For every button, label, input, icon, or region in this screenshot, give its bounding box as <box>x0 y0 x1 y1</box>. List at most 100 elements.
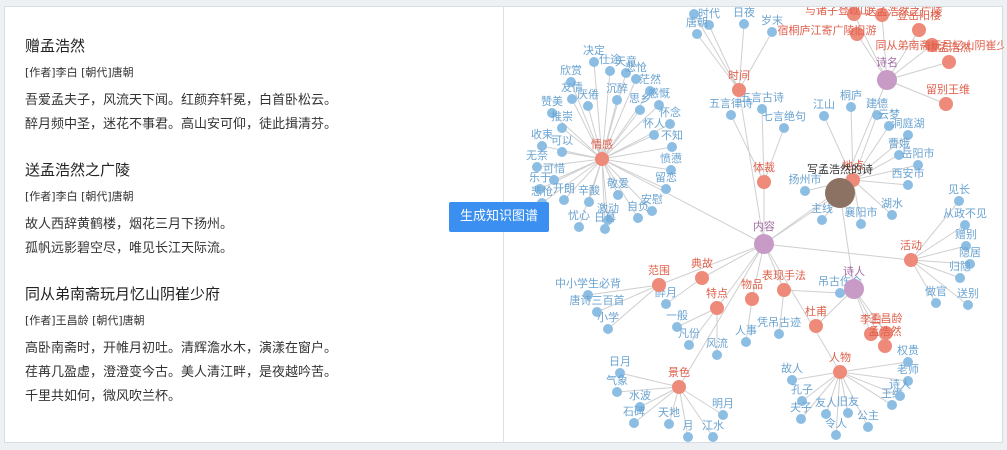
graph-node-j2[interactable]: 气象 <box>606 373 628 397</box>
graph-node-j6[interactable]: 明月 <box>712 397 734 420</box>
graph-node-j3[interactable]: 水波 <box>629 389 651 412</box>
graph-node-d12[interactable]: 湖水 <box>881 197 903 220</box>
graph-node-circle[interactable] <box>960 220 970 230</box>
graph-node-q1[interactable]: 决定 <box>583 43 605 67</box>
graph-node-h2[interactable]: 从政不见 <box>943 206 987 230</box>
graph-node-circle[interactable] <box>831 430 841 440</box>
graph-node-d7[interactable]: 岳阳市 <box>902 146 935 170</box>
graph-node-q28[interactable]: 安慰 <box>641 192 663 216</box>
graph-node-d1[interactable]: 江山 <box>813 98 835 121</box>
graph-node-circle[interactable] <box>635 105 645 115</box>
graph-node-td2[interactable]: 凡份 <box>678 327 700 350</box>
graph-node-circle[interactable] <box>666 165 676 175</box>
graph-node-circle[interactable] <box>903 180 913 190</box>
graph-node-qinggan[interactable]: 情感 <box>591 138 613 166</box>
graph-node-r3[interactable]: 友人 <box>815 395 837 419</box>
graph-node-circle[interactable] <box>584 197 594 207</box>
graph-node-circle[interactable] <box>754 234 774 254</box>
graph-node-q14[interactable]: 怀念 <box>659 105 681 129</box>
graph-node-circle[interactable] <box>684 340 694 350</box>
graph-node-pm2[interactable]: 送孟浩然之广陵 <box>866 7 943 22</box>
graph-node-circle[interactable] <box>583 101 593 111</box>
graph-node-circle[interactable] <box>835 288 845 298</box>
graph-node-q2[interactable]: 仕途 <box>599 52 621 76</box>
graph-node-circle[interactable] <box>613 190 623 200</box>
graph-node-q7[interactable]: 友情 <box>561 80 583 104</box>
graph-node-d9[interactable]: 扬州市 <box>789 172 822 196</box>
graph-node-d5[interactable]: 洞庭湖 <box>892 116 925 140</box>
graph-node-circle[interactable] <box>654 100 664 110</box>
graph-node-tc3[interactable]: 七言绝句 <box>762 109 806 133</box>
graph-node-circle[interactable] <box>963 300 973 310</box>
graph-node-d8[interactable]: 西安市 <box>892 166 925 190</box>
graph-node-shiren[interactable]: 诗人 <box>843 264 865 299</box>
graph-node-q24[interactable]: 敬爱 <box>607 177 629 200</box>
graph-node-q15[interactable]: 收束 <box>531 127 553 151</box>
graph-node-q21[interactable]: 可惜 <box>543 161 565 185</box>
graph-node-q18[interactable]: 不知 <box>661 128 683 152</box>
graph-node-circle[interactable] <box>879 326 893 340</box>
graph-node-t3[interactable]: 唐朝 <box>686 15 708 39</box>
graph-node-circle[interactable] <box>757 104 767 114</box>
graph-node-circle[interactable] <box>872 110 882 120</box>
graph-node-t2[interactable]: 时代 <box>698 7 720 30</box>
graph-node-d10[interactable]: 主线 <box>811 201 833 225</box>
graph-node-circle[interactable] <box>583 290 593 300</box>
graph-node-circle[interactable] <box>710 301 724 315</box>
graph-node-q27[interactable]: 辛酸 <box>578 183 600 207</box>
graph-node-circle[interactable] <box>603 215 613 225</box>
graph-node-circle[interactable] <box>850 27 864 41</box>
graph-node-r10[interactable]: 权贵 <box>897 344 919 367</box>
graph-node-j5[interactable]: 天地 <box>658 406 680 429</box>
graph-node-circle[interactable] <box>532 162 542 172</box>
graph-node-q31[interactable]: 忧心 <box>568 208 590 232</box>
graph-node-circle[interactable] <box>683 432 693 442</box>
graph-node-circle[interactable] <box>779 123 789 133</box>
graph-node-circle[interactable] <box>739 19 749 29</box>
graph-node-circle[interactable] <box>665 119 675 129</box>
graph-node-q17[interactable]: 可以 <box>551 134 573 157</box>
graph-node-circle[interactable] <box>931 298 941 308</box>
graph-node-q29[interactable]: 自负 <box>627 199 649 223</box>
knowledge-graph[interactable]: 决定仕途天意欣赏悲怆茫然友情厌倦沉醉感慨赞美思乡推崇怀念收束怀人可以不知无奈愤懑… <box>504 7 1004 444</box>
graph-node-circle[interactable] <box>877 70 897 90</box>
graph-node-circle[interactable] <box>875 8 889 22</box>
graph-node-circle[interactable] <box>903 357 913 367</box>
graph-node-j8[interactable]: 江水 <box>702 419 724 442</box>
graph-node-circle[interactable] <box>547 108 557 118</box>
graph-node-f2[interactable]: 唐诗三百首 <box>570 293 625 317</box>
graph-node-circle[interactable] <box>797 396 807 406</box>
graph-node-q32[interactable]: 日暮 <box>594 210 616 234</box>
graph-node-r9[interactable]: 老师 <box>897 363 919 386</box>
graph-node-pm5[interactable]: 同从弟南斋玩月忆山阴崔少府 <box>876 38 1005 52</box>
graph-node-q9[interactable]: 沉醉 <box>606 81 628 105</box>
graph-node-circle[interactable] <box>712 350 722 360</box>
graph-node-q23[interactable]: 留恋 <box>655 170 677 194</box>
graph-node-circle[interactable] <box>557 123 567 133</box>
graph-node-pm1[interactable]: 与诸子登岘山 <box>805 7 871 21</box>
graph-node-circle[interactable] <box>621 68 631 78</box>
graph-node-j7[interactable]: 月 <box>683 419 694 442</box>
graph-node-r11[interactable]: 诗人 <box>889 377 911 401</box>
graph-node-circle[interactable] <box>809 319 823 333</box>
graph-node-wupin[interactable]: 物品 <box>741 277 763 306</box>
graph-node-circle[interactable] <box>833 365 847 379</box>
graph-node-circle[interactable] <box>600 224 610 234</box>
graph-node-circle[interactable] <box>745 292 759 306</box>
graph-node-q26[interactable]: 开朗 <box>553 182 575 205</box>
graph-node-r1[interactable]: 故人 <box>781 361 803 385</box>
graph-node-circle[interactable] <box>672 322 682 332</box>
graph-node-tc1[interactable]: 五言律诗 <box>709 96 753 120</box>
graph-node-d11[interactable]: 襄阳市 <box>845 205 878 229</box>
graph-node-pm7[interactable]: 留别王维 <box>926 83 970 111</box>
graph-node-circle[interactable] <box>661 184 671 194</box>
graph-node-circle[interactable] <box>732 83 746 97</box>
graph-node-d3[interactable]: 建德 <box>866 96 888 120</box>
graph-node-menghaoran[interactable]: 孟浩然 <box>869 324 902 353</box>
graph-node-circle[interactable] <box>955 273 965 283</box>
graph-node-q10[interactable]: 感慨 <box>648 87 670 110</box>
graph-node-q13[interactable]: 推崇 <box>551 109 573 133</box>
graph-node-circle[interactable] <box>615 368 625 378</box>
graph-node-circle[interactable] <box>718 410 728 420</box>
graph-node-tc2[interactable]: 五言古诗 <box>740 90 784 114</box>
